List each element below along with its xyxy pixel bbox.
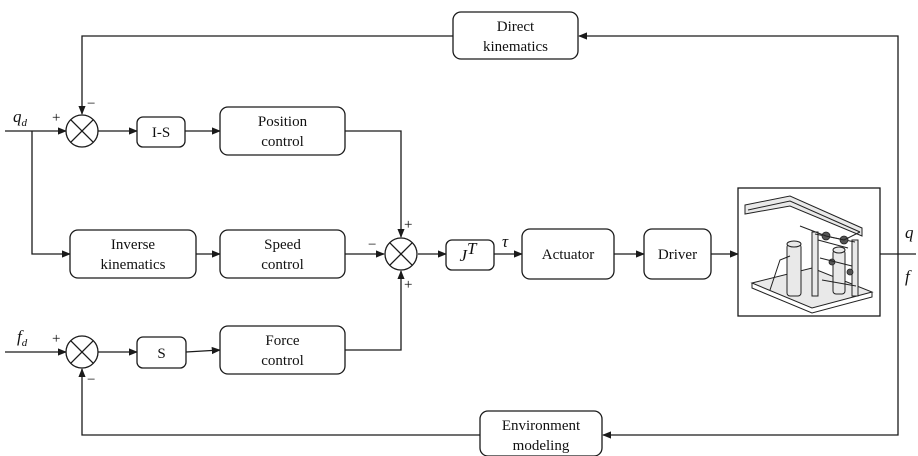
sign-mid-plus-top: + xyxy=(404,217,412,233)
speed-control-block: Speed control xyxy=(219,229,346,279)
sign-bot-plus: + xyxy=(52,331,60,347)
speed-control-line1: Speed xyxy=(264,237,301,253)
f-d-base: f xyxy=(17,327,24,346)
position-control-line2: control xyxy=(261,134,304,150)
signal-wires xyxy=(5,32,916,439)
jacobian-superscript: T xyxy=(467,239,478,258)
force-control-block: Force control xyxy=(219,325,346,375)
position-control-line1: Position xyxy=(258,114,308,130)
jacobian-base: J xyxy=(459,246,468,265)
summing-junction-position xyxy=(65,114,99,148)
jacobian-transpose-block: JT xyxy=(445,239,495,271)
s-label: S xyxy=(157,346,165,362)
environment-modeling-block: Environment modeling xyxy=(479,410,603,456)
q-d-sub: d xyxy=(22,117,28,129)
q-d-base: q xyxy=(13,107,22,126)
robot-mechanism-image xyxy=(737,187,881,317)
force-control-line1: Force xyxy=(265,333,299,349)
sign-top-minus: − xyxy=(87,96,95,112)
q-d-label: qd xyxy=(13,107,28,129)
inverse-kinematics-block: Inverse kinematics xyxy=(69,229,197,279)
inverse-kinematics-line2: kinematics xyxy=(101,257,166,273)
tau-label: τ xyxy=(502,232,509,251)
jacobian-transpose-label: JT xyxy=(459,239,478,265)
q-output-label: q xyxy=(905,223,914,242)
summing-junction-main xyxy=(384,237,418,271)
actuator-block: Actuator xyxy=(521,228,615,280)
force-control-line2: control xyxy=(261,353,304,369)
sign-top-plus: + xyxy=(52,110,60,126)
i-s-label: I-S xyxy=(152,125,170,141)
direct-kinematics-line1: Direct xyxy=(497,19,535,35)
environment-modeling-line1: Environment xyxy=(502,418,581,434)
speed-control-line2: control xyxy=(261,257,304,273)
position-control-block: Position control xyxy=(219,106,346,156)
f-d-label: fd xyxy=(17,327,28,349)
i-s-block: I-S xyxy=(136,116,186,148)
environment-modeling-line2: modeling xyxy=(513,438,570,454)
actuator-label: Actuator xyxy=(542,247,594,263)
sign-mid-minus-left: − xyxy=(368,237,376,253)
driver-label: Driver xyxy=(658,247,697,263)
direct-kinematics-line2: kinematics xyxy=(483,39,548,55)
direct-kinematics-block: Direct kinematics xyxy=(452,11,579,60)
f-d-sub: d xyxy=(22,337,28,349)
summing-junction-force xyxy=(65,335,99,369)
s-block: S xyxy=(136,336,187,369)
f-output-label: f xyxy=(905,267,912,286)
sign-mid-plus-bottom: + xyxy=(404,277,412,293)
driver-block: Driver xyxy=(643,228,712,280)
sign-bot-minus: − xyxy=(87,372,95,388)
inverse-kinematics-line1: Inverse xyxy=(111,237,155,253)
